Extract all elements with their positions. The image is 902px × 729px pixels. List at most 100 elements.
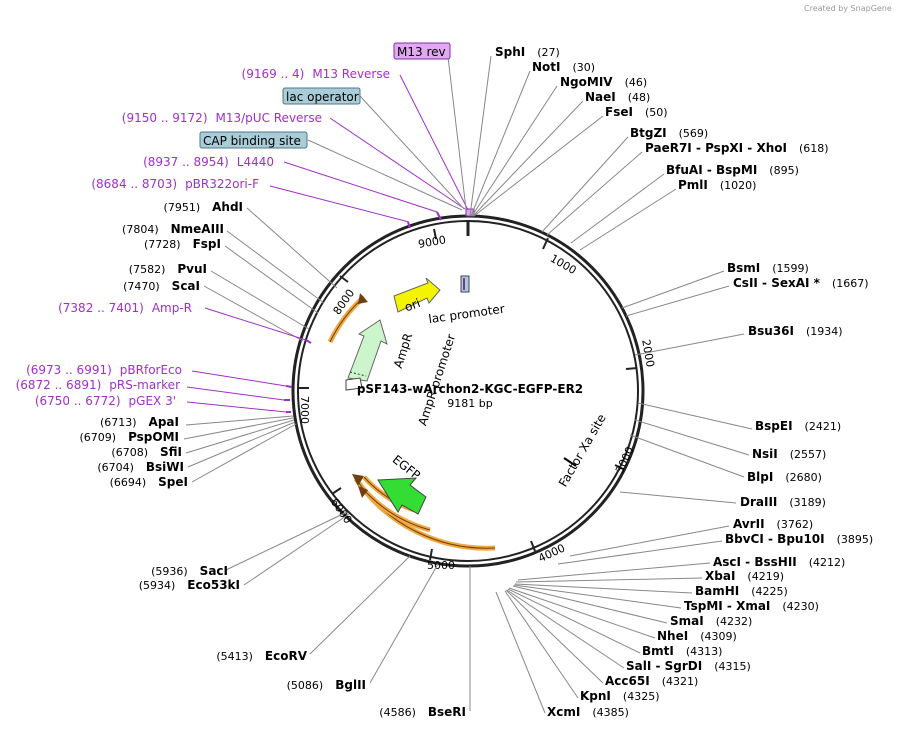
lac-operator-box — [282, 87, 361, 105]
enzyme-label: SmaI(4232) — [670, 614, 752, 628]
enzyme-label: BtgZI(569) — [630, 126, 708, 140]
enzyme-label: (7728)FspI — [144, 237, 221, 251]
egfp-label: EGFP — [390, 452, 423, 482]
enzyme-pos: (5086) — [287, 679, 324, 692]
ampr-promoter-label: AmpR promoter — [415, 332, 458, 427]
leader-line — [185, 419, 295, 454]
enzyme-label: (5086)BglII — [287, 678, 366, 692]
leader-line — [470, 70, 531, 217]
primer-line — [283, 161, 438, 213]
enzyme-labels-right: SphI(27) NotI(30) NgoMIV(46) NaeI(48) Fs… — [495, 45, 873, 719]
enzyme-label: AvrII(3762) — [733, 517, 813, 531]
leader-line — [546, 151, 643, 236]
primer-name: pBR322ori-F — [185, 177, 259, 191]
box-lines — [307, 56, 467, 211]
enzyme-name: PaeR7I - PspXI - XhoI — [645, 141, 787, 155]
leader-line — [557, 540, 723, 565]
enzyme-name: SalI - SgrDI — [626, 659, 702, 673]
enzyme-name: PmlI — [678, 178, 708, 192]
enzyme-label: NsiI(2557) — [752, 447, 826, 461]
leader-line — [514, 583, 693, 594]
primer-line — [269, 185, 410, 223]
enzyme-label: (7804)NmeAIII — [122, 222, 224, 236]
cap-binding-label: CAP binding site — [203, 134, 301, 148]
enzyme-pos: (6709) — [79, 431, 116, 444]
tick-label: 5000 — [427, 559, 455, 572]
enzyme-label: BlpI(2680) — [747, 470, 822, 484]
primer-range: (6973 .. 6991) — [26, 363, 112, 377]
enzyme-name: NaeI — [585, 90, 616, 104]
leader-line — [512, 585, 668, 624]
enzyme-label: DraIII(3189) — [740, 495, 826, 509]
leader-line — [508, 587, 656, 639]
enzyme-name: BlpI — [747, 470, 773, 484]
m13-rev-box — [393, 42, 451, 60]
lac-promoter-label: lac promoter — [428, 302, 506, 327]
enzyme-label: BbvCI - Bpu10I(3895) — [725, 532, 873, 546]
egfp-feature — [377, 477, 427, 515]
primer-range: (9150 .. 9172) — [122, 111, 208, 125]
enzyme-name: NheI — [657, 629, 688, 643]
enzyme-label: AscI - BssHII(4212) — [713, 555, 845, 569]
enzyme-pos: (4219) — [747, 570, 784, 583]
orf-arrowhead — [358, 293, 368, 304]
enzyme-pos: (4321) — [662, 675, 699, 688]
enzyme-pos: (3762) — [777, 518, 814, 531]
primer-label: (8937 .. 8954)L4440 — [143, 155, 274, 169]
leader-line — [191, 423, 297, 483]
enzyme-label: NotI(30) — [532, 60, 595, 74]
enzyme-label: NaeI(48) — [585, 90, 650, 104]
m13-rev-label: M13 rev — [397, 45, 446, 59]
enzyme-label: BfuAI - BspMI(895) — [666, 163, 799, 177]
enzyme-label: Acc65I(4321) — [605, 674, 698, 688]
plasmid-name: pSF143-wArchon2-KGC-EGFP-ER2 — [357, 382, 583, 396]
primer-line — [204, 307, 307, 341]
enzyme-name: ApaI — [149, 415, 179, 429]
orf-arrowhead — [358, 486, 368, 498]
leader-line — [504, 590, 579, 699]
enzyme-label: NheI (4309) — [657, 629, 737, 643]
enzyme-label: (7951)AhdI — [164, 200, 243, 214]
enzyme-pos: (46) — [625, 76, 648, 89]
leader-line — [570, 173, 665, 244]
plasmid-size: 9181 bp — [447, 397, 492, 410]
enzyme-name: NmeAIII — [171, 222, 224, 236]
leader-line — [507, 588, 641, 654]
primer-line — [191, 370, 287, 387]
enzyme-pos: (4225) — [751, 585, 788, 598]
enzyme-name: SacI — [200, 564, 228, 578]
enzyme-label: CsII - SexAI *(1667) — [733, 276, 869, 290]
tick-mark — [625, 367, 638, 370]
enzyme-name: SphI — [495, 45, 525, 59]
tick-label: 1000 — [548, 252, 579, 277]
enzyme-name: BsiWI — [146, 460, 184, 474]
primer-range: (7382 .. 7401) — [58, 301, 144, 315]
leader-line — [637, 402, 753, 430]
leader-line — [243, 513, 350, 586]
enzyme-name: BspEI — [755, 419, 793, 433]
enzyme-name: BbvCI - Bpu10I — [725, 532, 825, 546]
enzyme-pos: (6704) — [97, 461, 134, 474]
enzyme-name: BmtI — [642, 644, 674, 658]
enzyme-name: NsiI — [752, 447, 778, 461]
primer-line — [399, 74, 469, 211]
leader-line — [541, 136, 629, 233]
primer-name: pBRforEco — [120, 363, 182, 377]
leader-line — [473, 115, 604, 217]
enzyme-label: XbaI(4219) — [705, 569, 784, 583]
enzyme-pos: (27) — [537, 46, 560, 59]
enzyme-pos: (7470) — [123, 280, 160, 293]
enzyme-name: AscI - BssHII — [713, 555, 797, 569]
enzyme-label: (6709) PspOMI — [79, 430, 179, 444]
enzyme-label: (6694)SpeI — [110, 475, 188, 489]
leader-line — [187, 421, 296, 468]
enzyme-pos: (4309) — [700, 630, 737, 643]
enzyme-name: PspOMI — [128, 430, 179, 444]
tick-label: 3000 — [613, 445, 637, 476]
enzyme-pos: (4313) — [686, 645, 723, 658]
leader-line — [579, 188, 677, 251]
enzyme-label: FseI(50) — [605, 105, 668, 119]
factor-xa-mark — [563, 457, 577, 467]
enzyme-label: BmtI (4313) — [642, 644, 722, 658]
enzyme-pos: (1934) — [806, 325, 843, 338]
